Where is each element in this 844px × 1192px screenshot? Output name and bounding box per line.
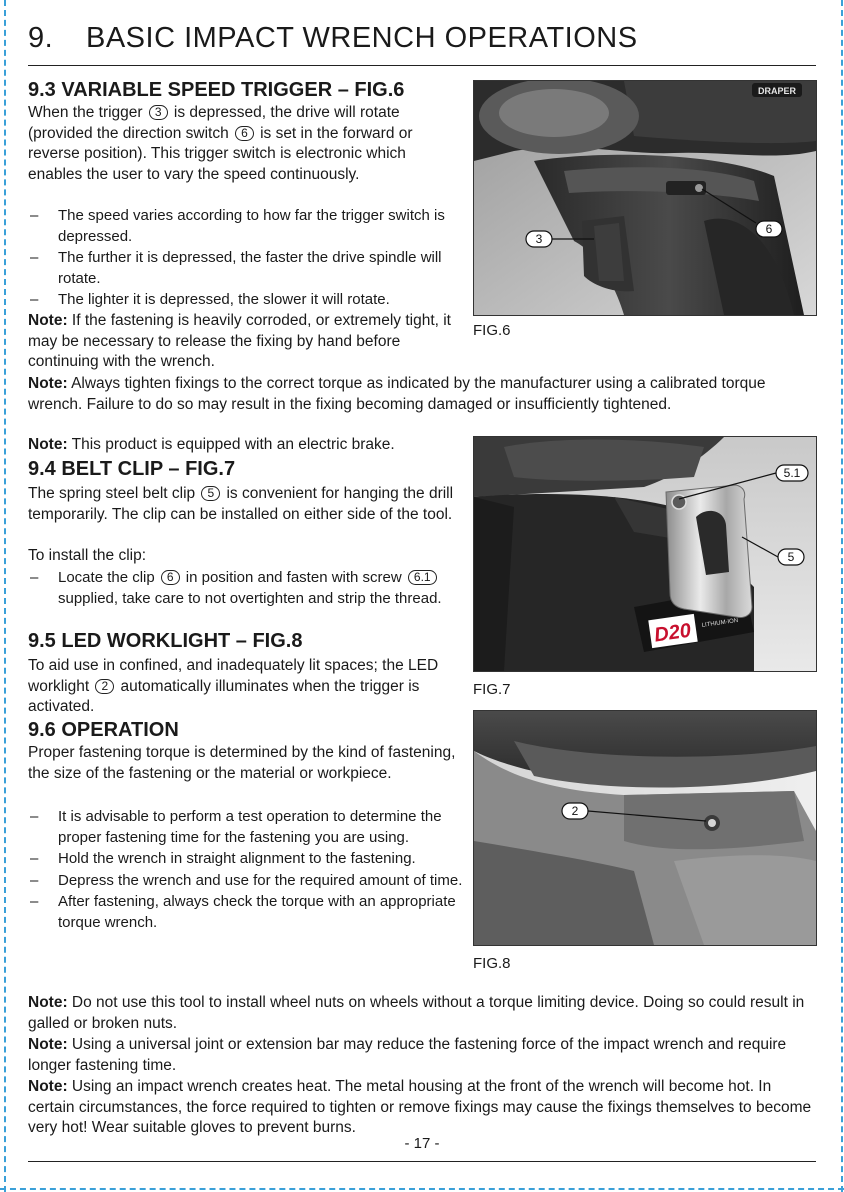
- note-text: Using a universal joint or extension bar…: [28, 1036, 787, 1074]
- speed-bullet-list: The speed varies according to how far th…: [28, 206, 463, 312]
- note-heat: Note: Using an impact wrench creates hea…: [28, 1077, 818, 1139]
- bottom-margin-guide: [0, 1188, 844, 1190]
- section-heading-9-5: 9.5 LED WORKLIGHT – FIG.8: [28, 630, 303, 652]
- figure-8-caption: FIG.8: [473, 955, 511, 972]
- section-heading-9-3: 9.3 VARIABLE SPEED TRIGGER – FIG.6: [28, 79, 405, 101]
- callout-led: 2: [572, 804, 579, 818]
- battery-label: LITHIUM-ION: [701, 618, 738, 629]
- list-item: After fastening, always check the torque…: [28, 892, 468, 933]
- note-label: Note:: [28, 375, 68, 392]
- text-a: To aid use in confined, and inadequately…: [28, 657, 439, 695]
- note-label: Note:: [28, 312, 68, 329]
- figure-6-caption: FIG.6: [473, 322, 511, 339]
- list-item: Locate the clip 6 in position and fasten…: [28, 568, 463, 609]
- section-heading-9-6: 9.6 OPERATION: [28, 719, 179, 741]
- note-brake: Note: This product is equipped with an e…: [28, 435, 463, 456]
- note-text: Do not use this tool to install wheel nu…: [28, 994, 805, 1032]
- note-torque: Note: Always tighten fixings to the corr…: [28, 374, 818, 415]
- callout-clip: 5: [788, 550, 795, 564]
- intro-text-a: When the trigger: [28, 104, 143, 121]
- callout-line-screw: [678, 472, 777, 500]
- list-item: Depress the wrench and use for the requi…: [28, 871, 468, 892]
- left-margin-guide: [4, 0, 6, 1192]
- list-item: The speed varies according to how far th…: [28, 206, 463, 247]
- list-item: The further it is depressed, the faster …: [28, 248, 463, 289]
- bullet-text-c: supplied, take care to not overtighten a…: [58, 589, 442, 607]
- figure-8-led-photo: 2: [473, 710, 817, 946]
- list-item: It is advisable to perform a test operat…: [28, 807, 468, 848]
- note-label: Note:: [28, 1036, 68, 1053]
- note-wheel-nuts: Note: Do not use this tool to install wh…: [28, 993, 818, 1034]
- section-9-6-intro: Proper fastening torque is determined by…: [28, 744, 456, 782]
- section-9-4-intro: The spring steel belt clip 5 is convenie…: [28, 484, 463, 525]
- install-clip-lead: To install the clip:: [28, 547, 147, 564]
- note-corroded: Note: If the fastening is heavily corrod…: [28, 311, 463, 373]
- section-heading-9-4: 9.4 BELT CLIP – FIG.7: [28, 458, 236, 480]
- intro-text-b: is convenient for hanging the drill temp…: [28, 485, 454, 523]
- page-title: 9. BASIC IMPACT WRENCH OPERATIONS: [28, 22, 818, 55]
- callout-ref-switch: 6: [235, 125, 254, 141]
- bullet-text-a: Locate the clip: [58, 569, 155, 586]
- list-item: Hold the wrench in straight alignment to…: [28, 849, 468, 870]
- callout-line-clip: [741, 536, 779, 558]
- callout-trigger: 3: [536, 232, 543, 246]
- figure-7-caption: FIG.7: [473, 681, 511, 698]
- title-text: BASIC IMPACT WRENCH OPERATIONS: [86, 22, 638, 54]
- section-9-5-text: To aid use in confined, and inadequately…: [28, 656, 463, 718]
- brand-logo: DRAPER: [758, 86, 797, 96]
- callout-screw: 5.1: [784, 466, 801, 480]
- callout-line-switch: [701, 188, 757, 224]
- callout-ref-trigger: 3: [148, 105, 168, 120]
- title-number: 9.: [28, 22, 54, 54]
- note-text: Using an impact wrench creates heat. The…: [28, 1078, 812, 1136]
- note-text: If the fastening is heavily corroded, or…: [28, 312, 451, 370]
- figure-7-belt-clip-photo: D20 LITHIUM-ION 5.1 5: [473, 436, 817, 672]
- section-9-3-intro: When the trigger 3 is depressed, the dri…: [28, 103, 463, 185]
- footer-divider: [28, 1161, 816, 1162]
- battery-logo: D20: [653, 620, 692, 647]
- title-divider: [28, 65, 816, 66]
- callout-ref-led: 2: [95, 678, 115, 694]
- intro-text-a: The spring steel belt clip: [28, 485, 196, 502]
- note-label: Note:: [28, 436, 68, 453]
- callout-line-led: [587, 810, 707, 822]
- text-b: automatically illuminates when the trigg…: [28, 677, 420, 716]
- right-margin-guide: [841, 0, 843, 1192]
- callout-ref-screw: 6.1: [407, 570, 437, 585]
- intro-text-b: is depressed, the drive will rotate (pro…: [28, 104, 400, 142]
- note-label: Note:: [28, 994, 68, 1011]
- intro-text-c: is set in the forward or reverse positio…: [28, 124, 413, 183]
- note-label: Note:: [28, 1078, 68, 1095]
- bullet-text-b: in position and fasten with screw: [185, 569, 402, 586]
- callout-ref-clip: 5: [201, 486, 221, 501]
- note-universal-joint: Note: Using a universal joint or extensi…: [28, 1035, 818, 1076]
- clip-bullet-list: Locate the clip 6 in position and fasten…: [28, 568, 463, 610]
- operation-bullet-list: It is advisable to perform a test operat…: [28, 807, 468, 934]
- callout-switch: 6: [766, 222, 773, 236]
- page-number: - 17 -: [404, 1135, 440, 1152]
- figure-6-trigger-photo: DRAPER 3 6: [473, 80, 817, 316]
- note-text: Always tighten fixings to the correct to…: [28, 375, 766, 413]
- list-item: The lighter it is depressed, the slower …: [28, 290, 463, 311]
- callout-ref-clip: 6: [160, 570, 180, 585]
- note-text: This product is equipped with an electri…: [71, 436, 395, 453]
